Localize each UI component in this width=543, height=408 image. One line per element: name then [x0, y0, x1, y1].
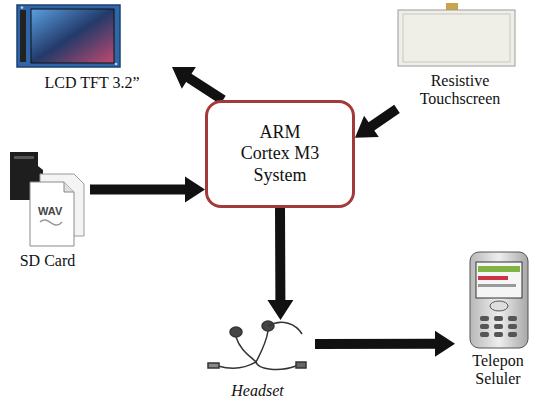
block-arrow	[172, 67, 226, 104]
block-arrow	[90, 177, 205, 203]
lcd-node: LCD TFT 3.2”	[12, 2, 172, 92]
lcd-picture	[17, 5, 120, 67]
headset-picture	[208, 321, 306, 369]
file-type-label: WAV	[38, 205, 62, 217]
node-label: Headset	[231, 382, 283, 400]
block-arrow	[267, 208, 293, 320]
node-label: Telepon Seluler	[457, 352, 539, 389]
headset-node: Headset	[200, 320, 315, 400]
sd-card-picture	[10, 152, 84, 246]
touchscreen-node: Resistive Touchscreen	[390, 2, 530, 109]
node-label: SD Card	[20, 252, 76, 270]
node-label: Resistive Touchscreen	[410, 72, 510, 109]
block-arrow	[355, 105, 400, 138]
box-label: ARM Cortex M3 System	[236, 122, 324, 187]
touchscreen-picture	[398, 3, 515, 66]
processor-box: ARM Cortex M3 System	[205, 100, 355, 208]
phone-picture	[470, 252, 528, 348]
block-arrow	[315, 331, 455, 357]
node-label: LCD TFT 3.2”	[45, 74, 140, 92]
phone-node: Telepon Seluler	[455, 248, 541, 389]
